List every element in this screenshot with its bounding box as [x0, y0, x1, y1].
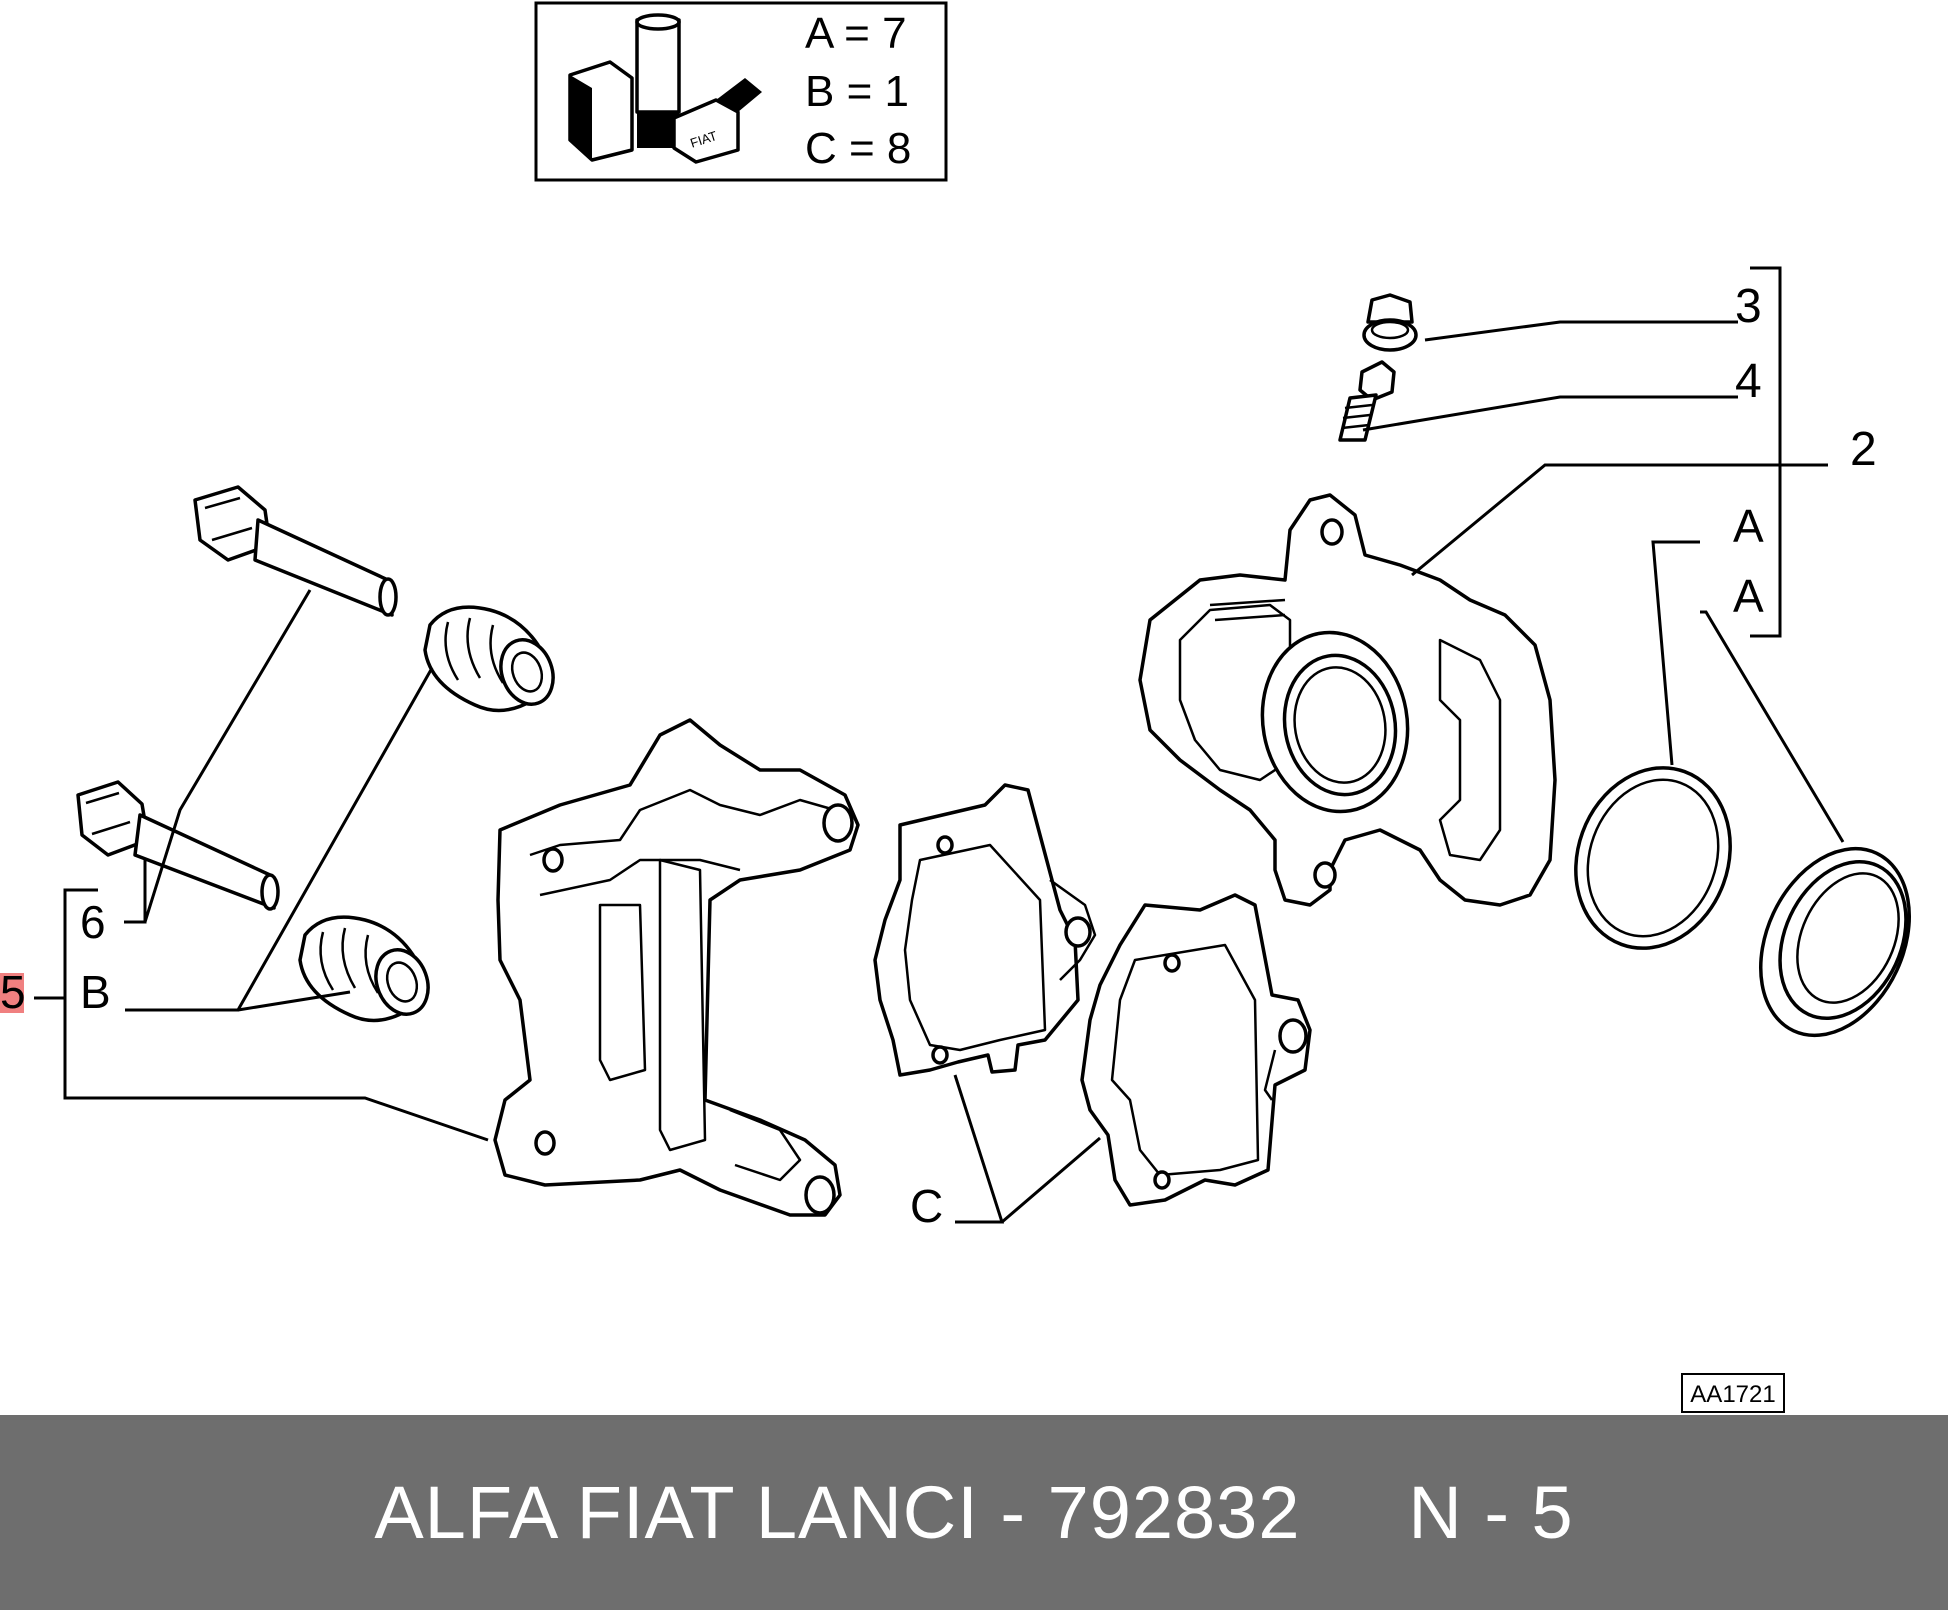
bleed-cap: [1362, 293, 1418, 352]
footer-caption: ALFA FIAT LANCI - 792832 N - 5: [374, 1470, 1573, 1555]
legend-box: FIAT A = 7 B = 1 C = 8: [534, 1, 948, 182]
callout-5: 5: [0, 966, 26, 1018]
callout-c: C: [910, 1180, 943, 1232]
callout-6: 6: [80, 896, 106, 948]
guide-bolt-lower: [76, 780, 280, 911]
dust-boot-lower: [298, 915, 430, 1023]
footer-part-number: 792832: [1047, 1471, 1301, 1554]
drawing-code: AA1721: [1690, 1381, 1775, 1408]
lubricant-pictogram: FIAT: [568, 13, 762, 164]
caliper-bracket: [493, 718, 860, 1217]
callout-3: 3: [1735, 280, 1762, 333]
footer-page-label: N - 5: [1408, 1471, 1574, 1554]
brake-pad-outer: [1080, 893, 1312, 1207]
legend-item-b: B = 1: [805, 67, 909, 116]
legend-item-c: C = 8: [805, 124, 911, 173]
drawing-code-badge: AA1721: [1681, 1373, 1785, 1413]
piston-seal-ring: [1574, 766, 1732, 950]
footer-separator: -: [978, 1471, 1048, 1554]
footer-gap: [1301, 1471, 1409, 1554]
callout-labels: 3 4 2 A A 6 5 B C: [0, 280, 1877, 1232]
dust-boot-upper: [423, 605, 555, 713]
callout-2: 2: [1850, 423, 1877, 476]
legend-item-a: A = 7: [805, 9, 907, 58]
callout-leaders: [34, 266, 1845, 1224]
guide-bolt-upper: [193, 485, 398, 617]
callout-5-highlight: [0, 973, 24, 1013]
footer-bar: ALFA FIAT LANCI - 792832 N - 5: [0, 1415, 1948, 1610]
callout-a-upper: A: [1733, 500, 1764, 552]
brake-pad-inner: [873, 783, 1097, 1077]
footer-brand: ALFA FIAT LANCI: [374, 1471, 979, 1554]
callout-4: 4: [1735, 355, 1762, 408]
callout-b: B: [80, 966, 111, 1018]
brake-caliper-exploded-diagram: FIAT A = 7 B = 1 C = 8: [0, 1, 1912, 1413]
callout-a-lower: A: [1733, 570, 1764, 622]
piston-dust-seal: [1758, 846, 1912, 1038]
caliper-body: [1138, 493, 1557, 907]
